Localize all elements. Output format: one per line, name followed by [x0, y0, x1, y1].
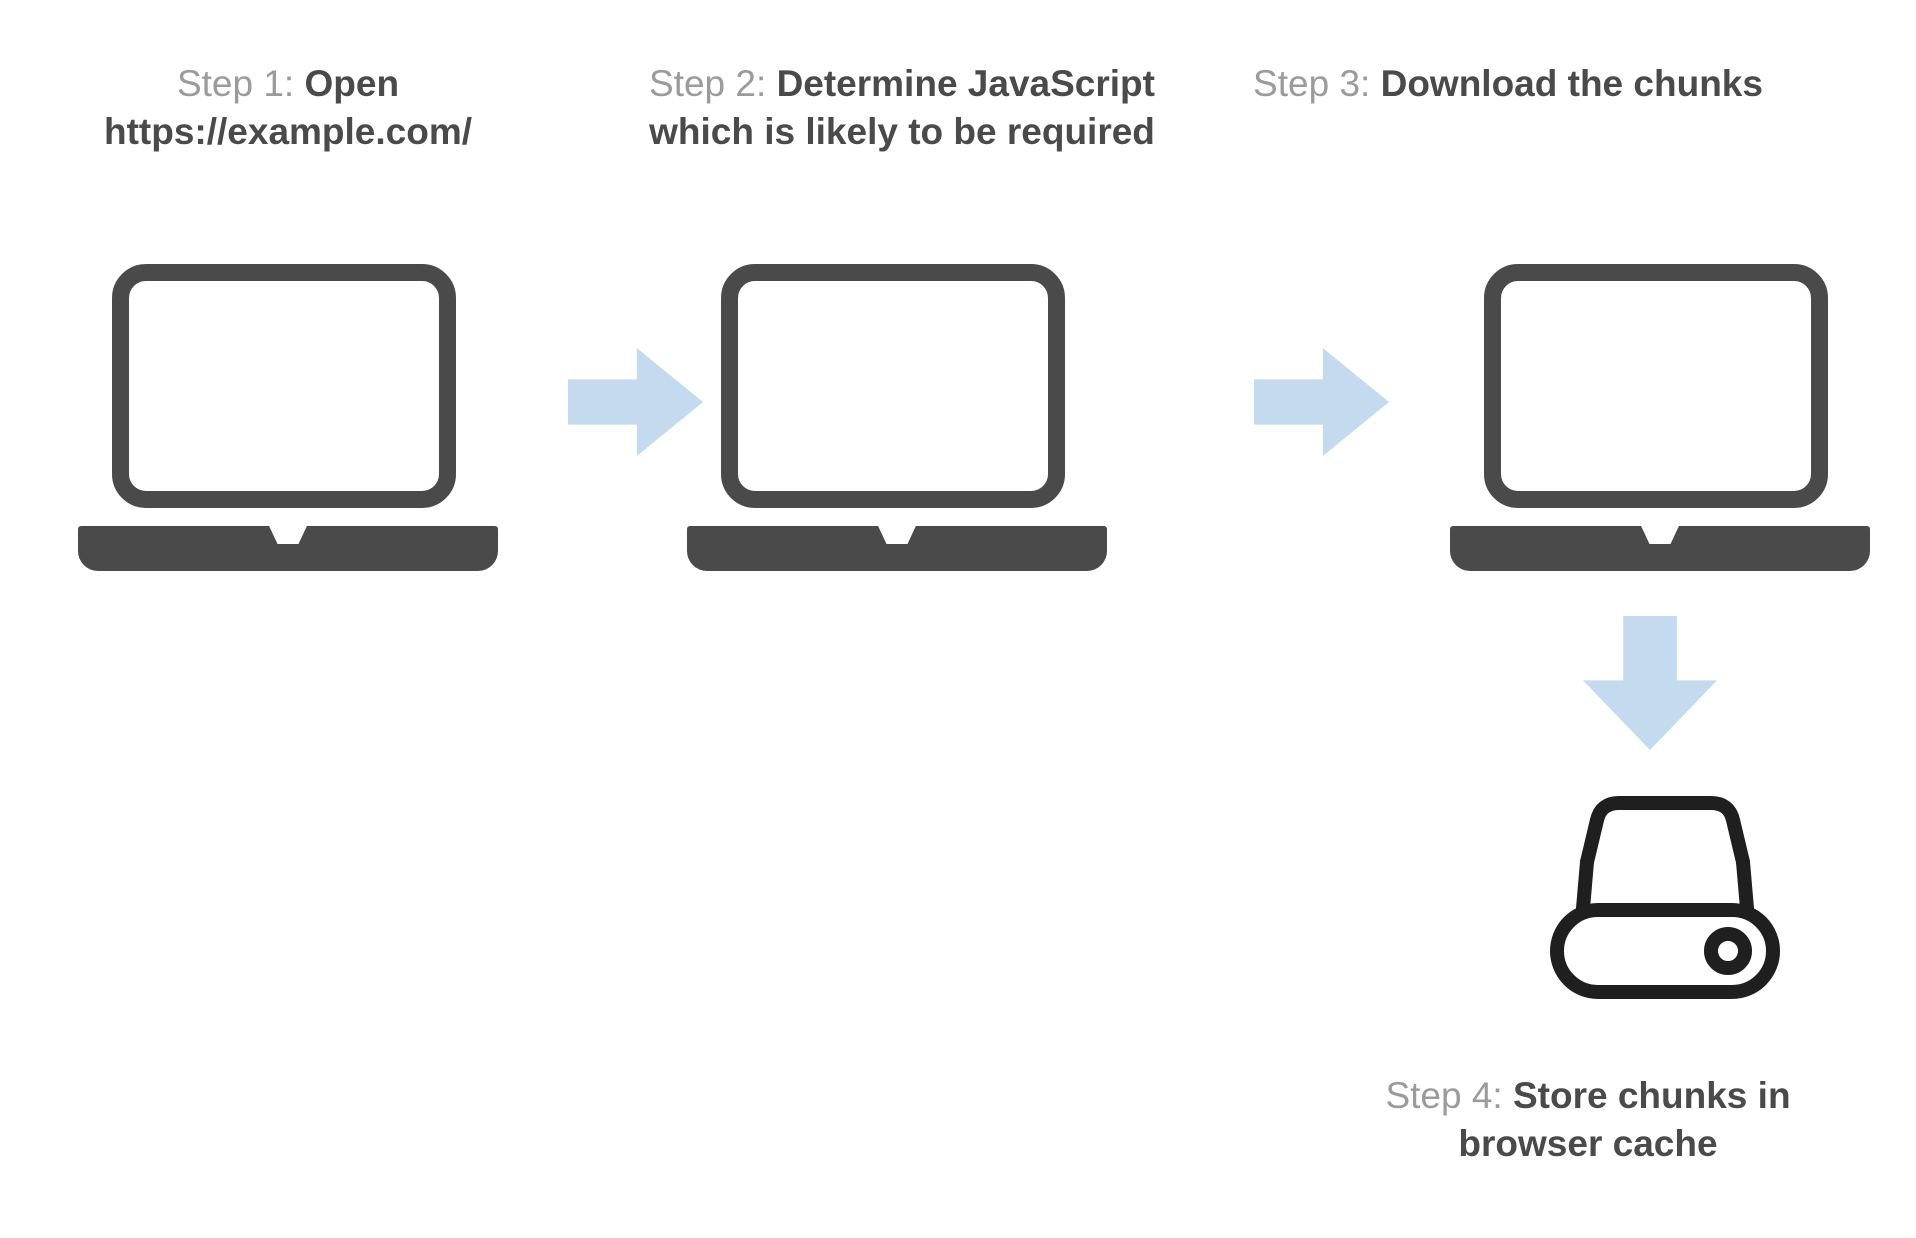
laptop-icon-step-1 — [78, 264, 498, 584]
step-1-title: Open https://example.com/ — [103, 63, 473, 153]
arrow-right-icon-1 — [568, 348, 703, 456]
step-4-title: Store chunks in browser cache — [1458, 1075, 1791, 1165]
hard-drive-icon-step-4 — [1540, 790, 1790, 1005]
step-4-label: Step 4: — [1385, 1075, 1503, 1116]
laptop-icon-step-3 — [1450, 264, 1870, 584]
drive-body-outline — [1580, 796, 1750, 869]
arrow-down-icon-1 — [1583, 616, 1717, 750]
step-2-caption: Step 2: Determine JavaScript which is li… — [632, 60, 1172, 156]
laptop-screen-bezel — [1484, 264, 1828, 508]
laptop-base — [78, 526, 498, 571]
step-1-caption: Step 1: Open https://example.com/ — [18, 60, 558, 156]
step-2-title: Determine JavaScript which is likely to … — [649, 63, 1155, 153]
arrow-right-icon-2 — [1254, 348, 1389, 456]
laptop-screen-bezel — [112, 264, 456, 508]
step-3-title: Download the chunks — [1380, 63, 1763, 104]
laptop-base — [1450, 526, 1870, 571]
step-4-caption: Step 4: Store chunks in browser cache — [1318, 1072, 1858, 1168]
drive-led-icon — [1704, 927, 1752, 975]
laptop-base — [687, 526, 1107, 571]
laptop-screen-bezel — [721, 264, 1065, 508]
hard-drive-glyph — [1550, 796, 1780, 999]
step-1-label: Step 1: — [176, 63, 295, 104]
step-2-label: Step 2: — [649, 63, 767, 104]
step-3-label: Step 3: — [1253, 63, 1371, 104]
step-3-caption: Step 3: Download the chunks — [1238, 60, 1778, 108]
laptop-icon-step-2 — [687, 264, 1107, 584]
